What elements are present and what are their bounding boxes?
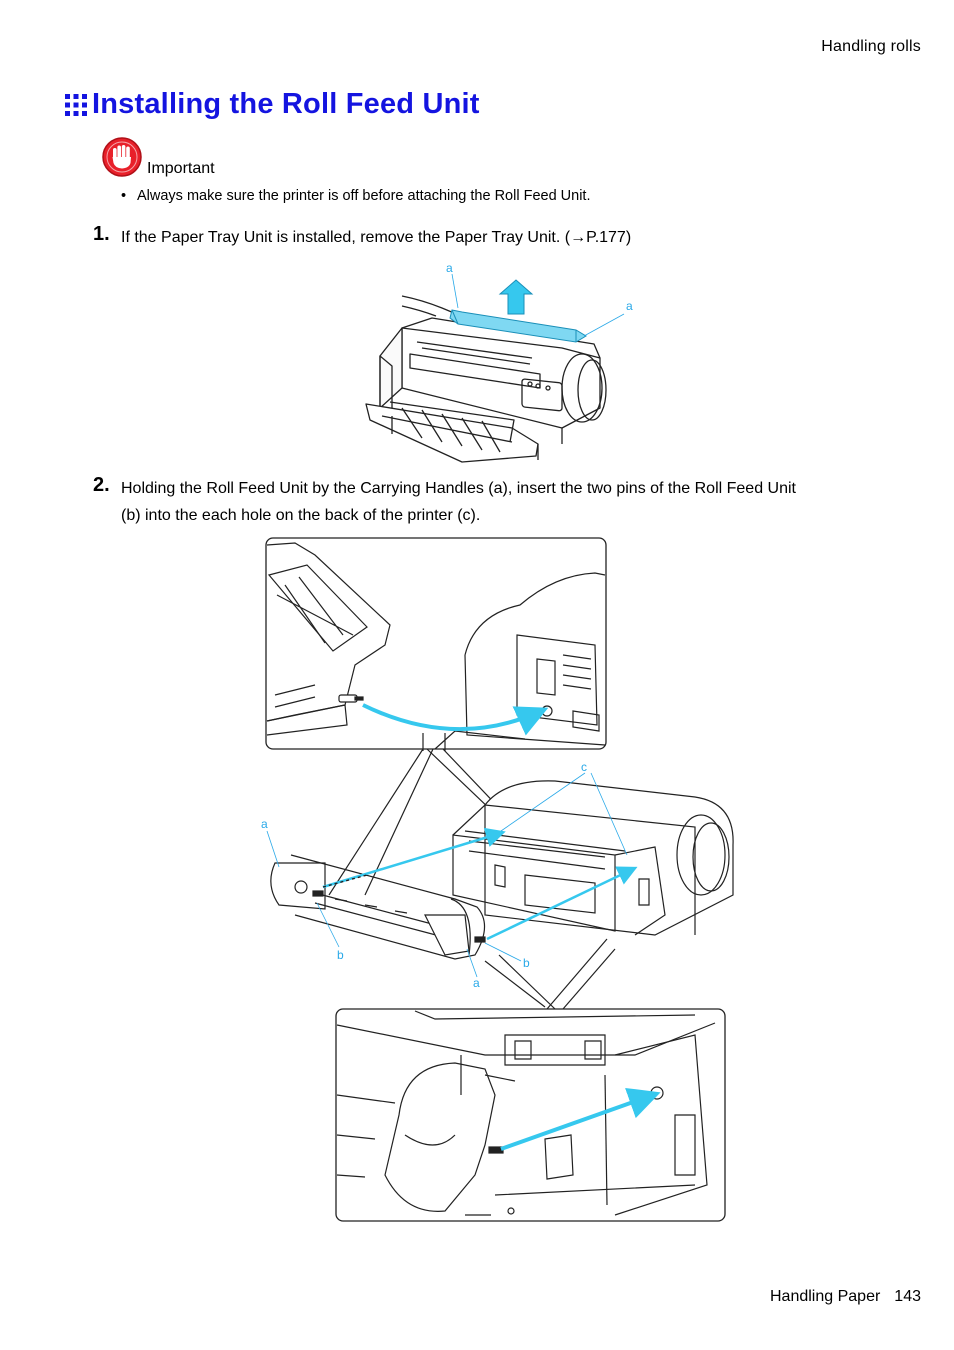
callout-b: b xyxy=(337,948,344,962)
step-text: Holding the Roll Feed Unit by the Carryi… xyxy=(121,475,881,529)
step-text-line: Holding the Roll Feed Unit by the Carryi… xyxy=(121,480,796,497)
important-label: Important xyxy=(147,160,215,177)
detail-inset-top xyxy=(265,537,607,750)
bullet-text: Always make sure the printer is off befo… xyxy=(137,188,591,204)
callout-a: a xyxy=(261,817,268,831)
callout-b: b xyxy=(523,956,530,970)
stop-hand-icon xyxy=(102,137,142,177)
page-number: 143 xyxy=(894,1288,921,1305)
step-text-line: (b) into the each hole on the back of th… xyxy=(121,507,481,524)
important-bullet: • Always make sure the printer is off bef… xyxy=(121,188,591,204)
figure-insert-roll-feed-unit: c a b b a xyxy=(261,537,734,1222)
step-number: 2. xyxy=(93,474,110,496)
callout-a: a xyxy=(473,976,480,990)
step-text: If the Paper Tray Unit is installed, rem… xyxy=(121,229,632,246)
callout-c: c xyxy=(581,760,587,774)
page-footer: Handling Paper 143 xyxy=(770,1288,921,1306)
callout-a: a xyxy=(626,299,633,313)
section-title-row: Installing the Roll Feed Unit xyxy=(64,88,480,121)
step-number: 1. xyxy=(93,223,110,245)
important-note: Important xyxy=(101,136,215,178)
callout-a: a xyxy=(446,261,453,275)
footer-chapter: Handling Paper xyxy=(770,1288,881,1305)
detail-inset-bottom xyxy=(335,1008,726,1222)
page-title: Installing the Roll Feed Unit xyxy=(92,88,480,120)
bullet-dot-icon: • xyxy=(121,188,127,204)
grid-icon xyxy=(65,93,87,116)
figure-remove-paper-tray: a a xyxy=(365,261,633,463)
main-scene xyxy=(270,780,734,960)
running-header: Handling rolls xyxy=(821,38,921,55)
